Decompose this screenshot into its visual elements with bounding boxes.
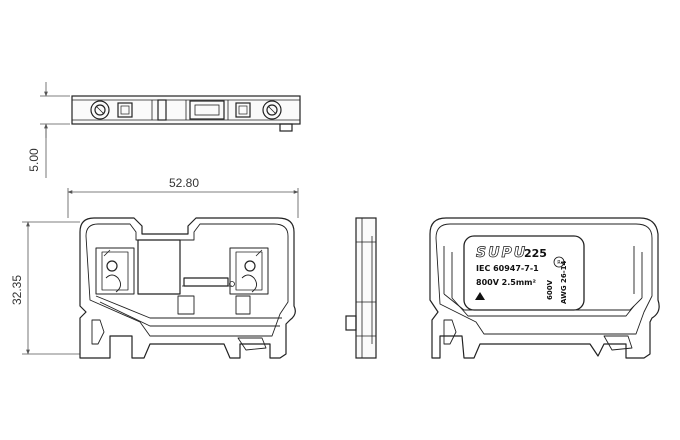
svg-text:R: R	[557, 260, 561, 266]
rear-view	[429, 217, 660, 359]
top-view	[71, 95, 301, 132]
ul-mark-icon: R	[553, 256, 565, 268]
rating-text: 800V 2.5mm²	[476, 278, 537, 287]
height-dimension	[22, 221, 80, 355]
model-number: 225	[524, 247, 547, 260]
ul-rating-text: 600V	[546, 279, 554, 300]
thickness-value: 5.00	[27, 148, 41, 172]
front-view	[79, 217, 296, 359]
length-dimension	[67, 188, 299, 218]
awg-range-text: AWG 26-14	[560, 260, 568, 304]
thickness-dimension	[40, 82, 70, 178]
side-view	[345, 217, 377, 359]
standard-text: IEC 60947-7-1	[476, 264, 539, 273]
product-label: SUPU 225 IEC 60947-7-1 800V 2.5mm² 600V …	[475, 245, 568, 304]
warning-triangle-icon	[475, 292, 485, 300]
length-value: 52.80	[169, 176, 199, 190]
brand-name: SUPU	[476, 245, 527, 261]
height-value: 32.35	[10, 275, 24, 305]
